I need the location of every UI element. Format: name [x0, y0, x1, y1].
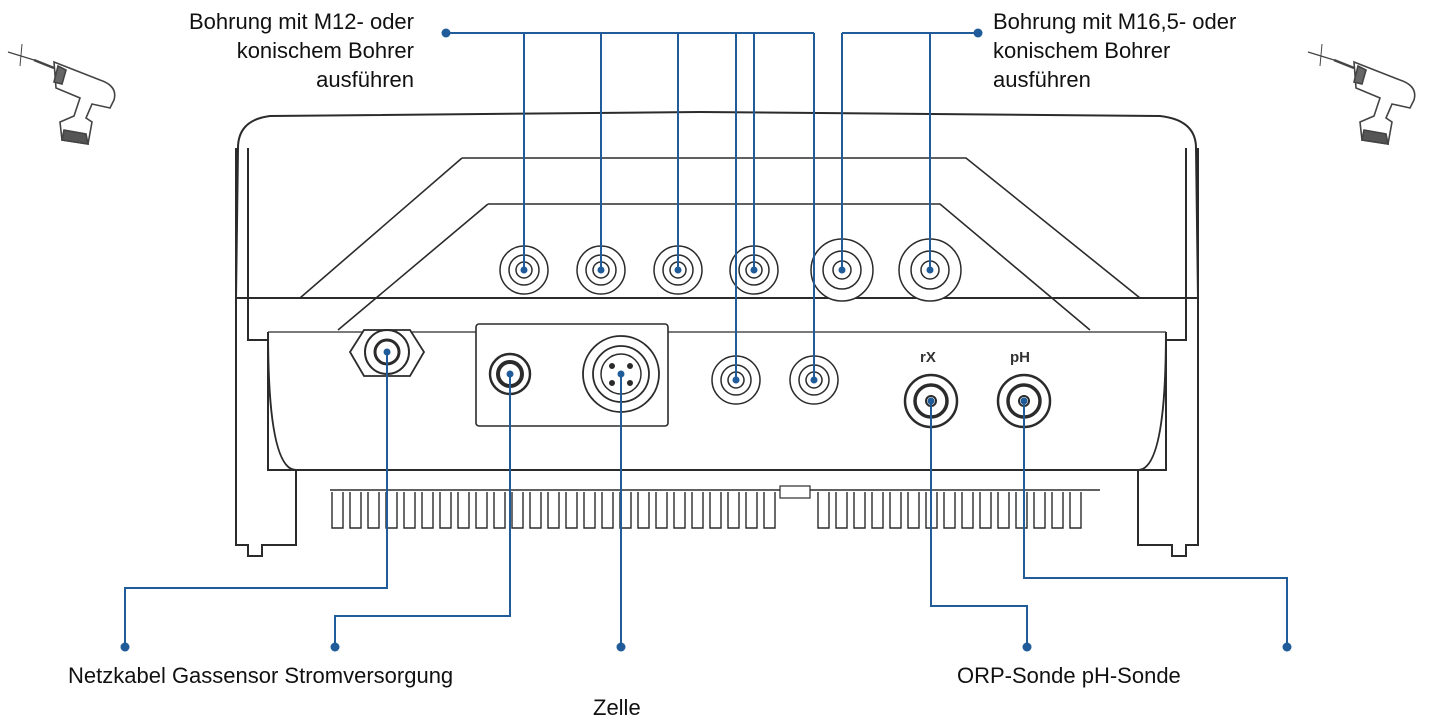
leader-power	[124, 352, 388, 646]
drill-icon-right	[1307, 43, 1416, 145]
leader-gas	[334, 374, 511, 646]
label-drill-m12-line2: konischem Bohrer	[236, 38, 414, 63]
label-cell: Zelle	[593, 695, 641, 720]
port-tag-ph: pH	[1010, 349, 1030, 366]
label-drill-m16-line2: konischem Bohrer	[993, 38, 1171, 63]
port-tag-rx: rX	[920, 349, 936, 366]
label-drill-m16-line1: Bohrung mit M16,5- oder	[993, 9, 1237, 34]
label-drill-m12-line3: ausführen	[316, 67, 414, 92]
label-orp-ph-probes: ORP-Sonde pH-Sonde	[957, 663, 1181, 688]
label-drill-m12: Bohrung mit M12- oder konischem Bohrer a…	[150, 7, 414, 94]
leader-dots	[120, 28, 1292, 652]
label-drill-m16: Bohrung mit M16,5- oder konischem Bohrer…	[993, 7, 1236, 94]
leader-lines	[124, 32, 1288, 646]
label-power-gas-supply: Netzkabel Gassensor Stromversorgung	[68, 663, 454, 688]
leader-ph	[1023, 401, 1288, 646]
label-drill-m16-line3: ausführen	[993, 67, 1091, 92]
label-drill-m12-line1: Bohrung mit M12- oder	[189, 9, 414, 34]
drill-icon-left	[7, 43, 116, 145]
leader-orp	[930, 401, 1028, 646]
